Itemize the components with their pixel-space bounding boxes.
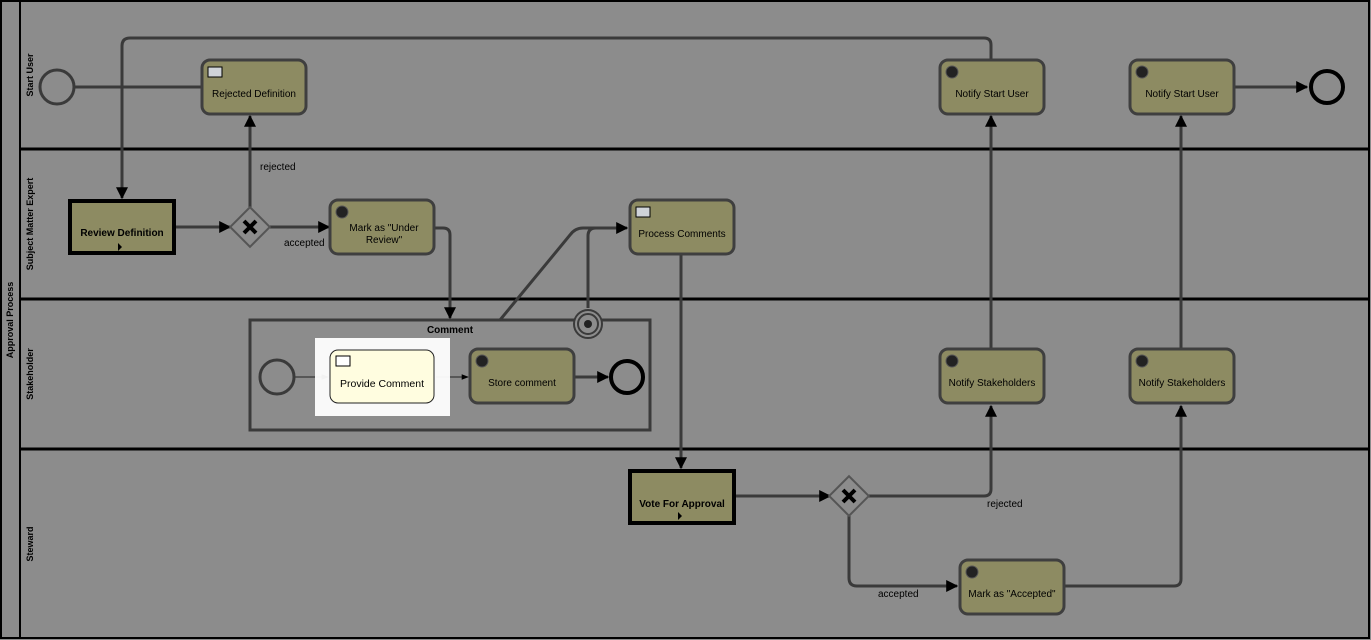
task-store-comment[interactable] [468, 347, 576, 405]
subprocess-label: Comment [427, 325, 474, 336]
marker-icon [678, 512, 682, 520]
service-task-icon [965, 565, 979, 579]
flow-label-rejected-2: rejected [987, 499, 1023, 510]
user-task-icon [635, 206, 651, 218]
lane-sme: Subject Matter Expert [20, 178, 1369, 301]
task-vote-for-approval[interactable] [628, 469, 736, 525]
flow-label-accepted-2: accepted [878, 589, 919, 600]
service-task-icon [475, 354, 489, 368]
task-mark-under-review[interactable] [328, 198, 436, 256]
task-provide-comment-highlight[interactable] [315, 338, 450, 416]
lane-label-sme: Subject Matter Expert [25, 178, 35, 271]
flow-label-accepted-1: accepted [284, 238, 325, 249]
service-task-icon [1135, 354, 1149, 368]
task-mark-accepted[interactable] [958, 558, 1066, 616]
service-task-icon [945, 65, 959, 79]
task-notify-start-user-2[interactable] [1128, 58, 1236, 116]
flow-label-rejected-1: rejected [260, 162, 296, 173]
task-rejected-definition[interactable] [200, 58, 308, 116]
service-task-icon [335, 205, 349, 219]
end-event[interactable] [1309, 69, 1345, 105]
start-event[interactable] [38, 68, 76, 106]
lane-start-user: Start User [20, 53, 1369, 151]
task-notify-stakeholders-1[interactable] [938, 347, 1046, 405]
task-notify-stakeholders-2[interactable] [1128, 347, 1236, 405]
lane-label-stakeholder: Stakeholder [25, 348, 35, 400]
service-task-icon [945, 354, 959, 368]
task-review-definition[interactable] [68, 199, 176, 255]
user-task-icon [335, 355, 351, 367]
service-task-icon [1135, 65, 1149, 79]
lane-stakeholder: Stakeholder [20, 348, 1369, 451]
lane-steward: Steward [25, 526, 35, 561]
marker-icon [118, 243, 122, 251]
task-notify-start-user-1[interactable] [938, 58, 1046, 116]
user-task-icon [207, 66, 223, 78]
pool-label: Approval Process [5, 282, 15, 359]
sequence-flows [74, 36, 1309, 592]
subprocess-start-event[interactable] [258, 358, 296, 396]
exclusive-gateway-vote[interactable] [827, 474, 871, 518]
lane-label-start-user: Start User [25, 53, 35, 97]
boundary-event[interactable] [573, 309, 603, 339]
subprocess-end-event[interactable] [609, 359, 645, 395]
exclusive-gateway-review[interactable] [228, 205, 272, 249]
lane-label-steward: Steward [25, 526, 35, 561]
task-process-comments[interactable] [628, 198, 736, 256]
